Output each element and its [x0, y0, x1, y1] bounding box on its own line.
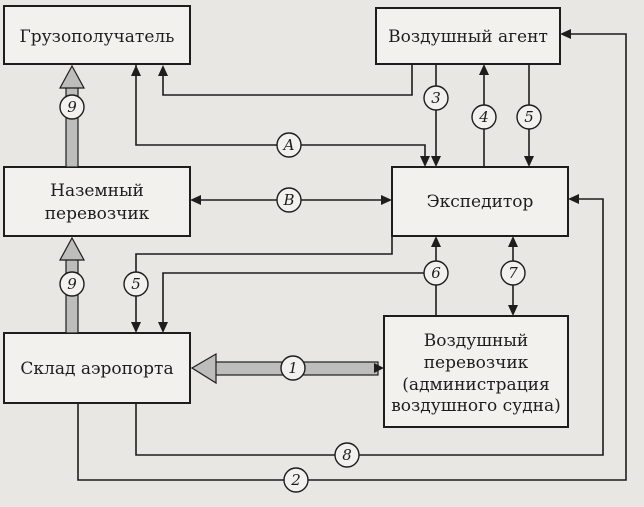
flow-label-8-text: 8 [342, 446, 352, 464]
consignee-node: Грузополучатель [3, 5, 191, 65]
ground-carrier-label-line2: перевозчик [45, 204, 150, 224]
flow-label-3-text: 3 [431, 89, 441, 107]
flow-label-1: 1 [280, 355, 306, 381]
flow-label-2-text: 2 [290, 471, 301, 489]
flow-label-4-text: 4 [478, 108, 489, 126]
flow-label-8: 8 [334, 442, 360, 468]
flow-label-B-text: B [282, 191, 294, 209]
flow-8-line [135, 194, 604, 456]
air-carrier-label-line4: воздушного судна) [391, 396, 561, 416]
flow-label-3: 3 [423, 85, 449, 111]
flow-label-5-top-text: 5 [524, 108, 534, 126]
flow-label-9-top: 9 [59, 94, 85, 120]
flow-label-6: 6 [423, 260, 449, 286]
air-carrier-node: Воздушный перевозчик (администрация возд… [383, 315, 569, 428]
flow-label-2: 2 [283, 467, 309, 493]
flow-label-4: 4 [471, 104, 497, 130]
flow-label-7-text: 7 [508, 264, 518, 282]
flow-label-5-left-text: 5 [131, 275, 141, 293]
flow-5-left-line [131, 236, 393, 333]
flow-label-5-top: 5 [516, 104, 542, 130]
forwarder-node: Экспедитор [391, 166, 569, 237]
air-agent-label: Воздушный агент [388, 27, 548, 47]
flow-label-A-text: A [282, 136, 295, 154]
flow-label-A: A [276, 132, 302, 158]
flow-3-down-line [431, 64, 441, 167]
consignee-label: Грузополучатель [20, 27, 175, 47]
forwarder-label: Экспедитор [427, 192, 534, 212]
flow-label-9-bottom-text: 9 [67, 275, 77, 293]
flow-label-9-top-text: 9 [67, 98, 77, 116]
ground-carrier-node: Наземный перевозчик [3, 166, 191, 237]
flow-label-6-text: 6 [431, 264, 441, 282]
flow-label-9-bottom: 9 [59, 271, 85, 297]
flow-label-B: B [276, 187, 302, 213]
air-carrier-label-line3: (администрация [402, 375, 549, 395]
flow-label-5-left: 5 [123, 271, 149, 297]
air-carrier-label-line2: перевозчик [424, 353, 529, 373]
flow-label-1-text: 1 [288, 359, 298, 377]
air-agent-node: Воздушный агент [375, 7, 561, 65]
airport-warehouse-label: Склад аэропорта [20, 359, 173, 379]
flow-label-7: 7 [500, 260, 526, 286]
flow-2-line [77, 29, 627, 481]
flow-9-top-arrow [58, 64, 86, 168]
ground-carrier-label-line1: Наземный [50, 181, 144, 201]
airport-warehouse-node: Склад аэропорта [3, 332, 191, 404]
flow-3-line [158, 64, 413, 96]
air-carrier-label-line1: Воздушный [424, 331, 528, 351]
